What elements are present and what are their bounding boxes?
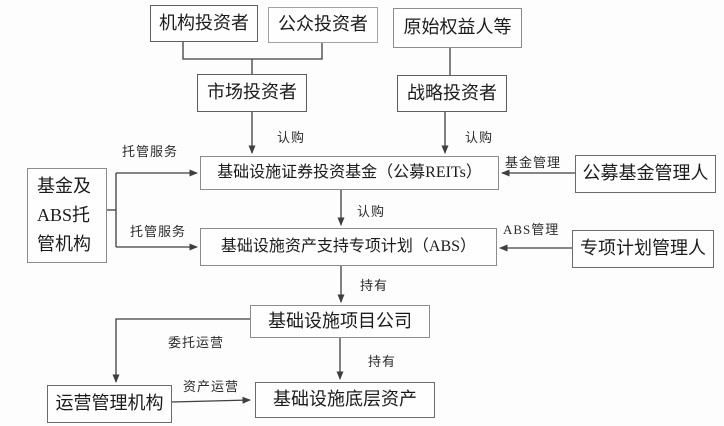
- connector-project-to-operator: [112, 318, 250, 383]
- edge-label-entrusted-operation: 委托运营: [168, 335, 225, 350]
- edge-label-custody-service-upper: 托管服务: [122, 144, 179, 159]
- node-abs-plan: 基础设施资产支持专项计划（ABS）: [200, 228, 497, 266]
- edge-label-fund-management: 基金管理: [505, 155, 562, 170]
- edge-label-subscription-left: 认购: [277, 130, 306, 145]
- node-original-equity-holders: 原始权益人等: [393, 8, 522, 48]
- node-reits-fund: 基础设施证券投资基金（公募REITs）: [200, 156, 499, 190]
- edge-label-custody-service-lower: 托管服务: [130, 224, 187, 239]
- node-project-company: 基础设施项目公司: [250, 305, 430, 338]
- edge-label-holding-lower: 持有: [368, 354, 397, 369]
- edge-label-subscription-right: 认购: [465, 130, 494, 145]
- node-operation-manager: 运营管理机构: [47, 385, 172, 423]
- edge-label-holding-upper: 持有: [360, 278, 389, 293]
- node-institutional-investors: 机构投资者: [150, 5, 258, 42]
- node-public-fund-manager: 公募基金管理人: [575, 155, 716, 193]
- node-abs-plan-manager: 专项计划管理人: [572, 230, 714, 268]
- connector-investors-bracket: [182, 42, 323, 60]
- edge-label-subscription-middle: 认购: [357, 204, 386, 219]
- edge-label-abs-management: ABS管理: [503, 222, 560, 237]
- node-strategic-investors: 战略投资者: [397, 75, 507, 112]
- connector-operator-to-assets: [171, 396, 251, 404]
- edge-label-asset-operation: 资产运营: [183, 379, 240, 394]
- node-market-investors: 市场投资者: [197, 74, 307, 112]
- node-underlying-assets: 基础设施底层资产: [255, 382, 435, 418]
- node-fund-abs-custodian: 基金及 ABS托 管机构: [27, 168, 107, 263]
- node-public-investors: 公众投资者: [268, 7, 378, 43]
